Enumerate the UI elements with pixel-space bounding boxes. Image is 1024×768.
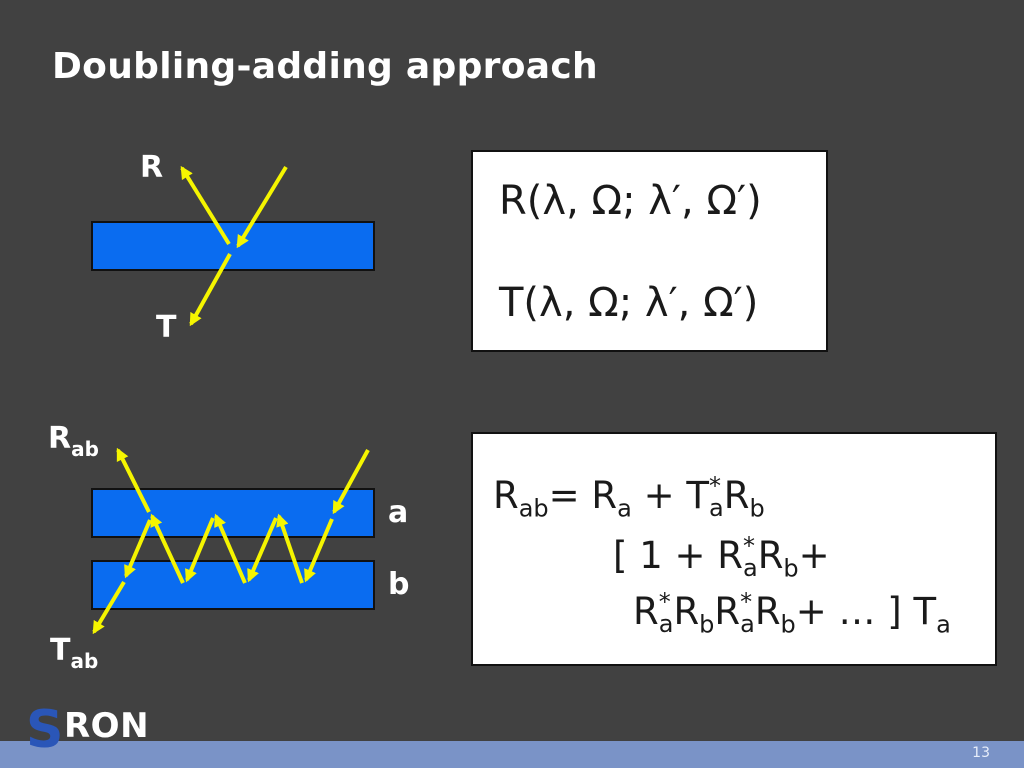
bounce-ray-4 [214, 513, 247, 584]
equation-box-rt: R(λ, Ω; λ′, Ω′) T(λ, Ω; λ′, Ω′) [471, 150, 828, 352]
bounce-ray-6 [150, 513, 185, 584]
label-r: R [140, 150, 163, 185]
reflected-ray [180, 165, 231, 246]
logo-s: S [26, 700, 64, 760]
inner-ray-ab [124, 519, 152, 579]
bounce-ray-3 [247, 517, 278, 583]
bounce-ray-5 [185, 517, 215, 583]
incident-ray [236, 165, 288, 249]
page-number: 13 [972, 745, 990, 761]
layer-a [91, 488, 375, 538]
incident-ray-ab [332, 449, 370, 515]
transmitted-ray [189, 253, 232, 327]
slide-title: Doubling-adding approach [52, 46, 598, 87]
label-r-ab: Rab [48, 421, 99, 461]
label-t-ab: Tab [50, 633, 98, 673]
bounce-ray-1 [304, 518, 334, 583]
layer-b [91, 560, 375, 610]
transmitted-ray-ab [92, 580, 126, 635]
label-a: a [388, 495, 408, 530]
footer-bar [0, 741, 1024, 768]
logo-ron: RON [64, 706, 150, 746]
label-t: T [156, 310, 177, 345]
sron-logo: S RON [22, 700, 182, 760]
single-layer [91, 221, 375, 271]
equation-t: T(λ, Ω; λ′, Ω′) [499, 280, 759, 326]
bounce-ray-2 [276, 513, 304, 584]
label-b: b [388, 567, 409, 602]
equation-r: R(λ, Ω; λ′, Ω′) [499, 178, 762, 224]
reflected-ray-ab [116, 447, 151, 513]
